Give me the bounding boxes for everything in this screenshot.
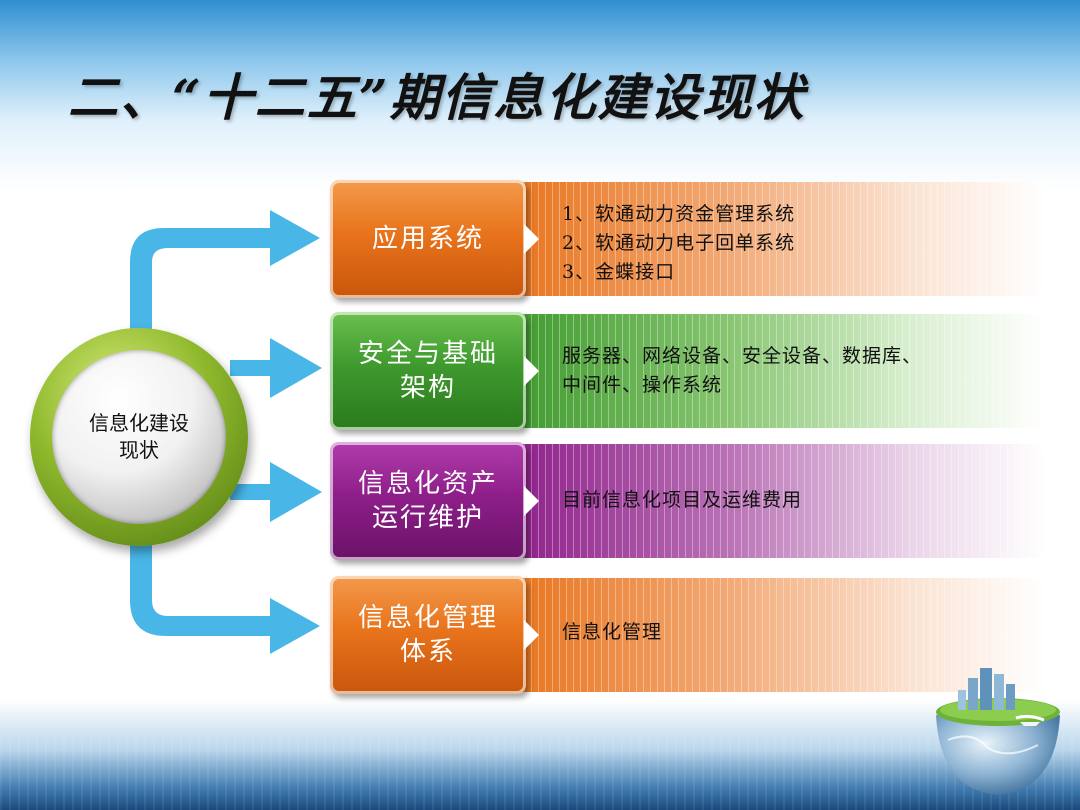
category-label-line1: 信息化管理 <box>357 603 498 633</box>
category-label-line2: 架构 <box>399 373 456 403</box>
hub-label-line2: 现状 <box>119 438 159 462</box>
row-description: 服务器、网络设备、安全设备、数据库、 中间件、操作系统 <box>562 342 922 400</box>
row-description: 1、软通动力资金管理系统 2、软通动力电子回单系统 3、金蝶接口 <box>562 200 795 287</box>
desc-item: 目前信息化项目及运维费用 <box>562 489 803 511</box>
row-panel <box>510 578 1045 692</box>
category-box-application[interactable]: 应用系统 <box>330 180 526 298</box>
row-description: 信息化管理 <box>562 618 662 647</box>
category-box-security[interactable]: 安全与基础 架构 <box>330 312 526 430</box>
category-label: 应用系统 <box>371 224 484 254</box>
hub-label: 信息化建设 现状 <box>74 410 204 464</box>
row-description: 目前信息化项目及运维费用 <box>562 486 802 515</box>
row-panel <box>510 182 1045 296</box>
chevron-right-icon <box>524 356 539 386</box>
connector-trunk-bottom <box>130 535 320 654</box>
category-label-line1: 信息化资产 <box>357 469 498 499</box>
connector-trunk-top <box>130 210 320 340</box>
hub-inner: 信息化建设 现状 <box>52 350 226 524</box>
hub-circle: 信息化建设 现状 <box>30 328 248 546</box>
slide-title: 二、“十二五”期信息化建设现状 <box>68 68 806 127</box>
desc-item: 信息化管理 <box>562 621 663 643</box>
desc-item: 3、金蝶接口 <box>562 261 676 283</box>
category-box-management[interactable]: 信息化管理 体系 <box>330 576 526 694</box>
chevron-right-icon <box>524 620 539 650</box>
desc-item: 2、软通动力电子回单系统 <box>562 232 796 254</box>
category-label-line2: 体系 <box>399 637 456 667</box>
category-label-line1: 安全与基础 <box>357 339 498 369</box>
category-label-line2: 运行维护 <box>371 503 484 533</box>
connector-arrow-3 <box>230 462 322 522</box>
row-panel <box>510 444 1045 558</box>
globe-city-icon <box>936 668 1060 795</box>
desc-item: 中间件、操作系统 <box>562 374 723 396</box>
chevron-right-icon <box>524 224 539 254</box>
bottom-decor-band <box>0 735 1080 810</box>
desc-item: 1、软通动力资金管理系统 <box>562 203 796 225</box>
row-panel <box>510 314 1045 428</box>
hub-label-line1: 信息化建设 <box>89 411 189 435</box>
connector-arrow-2 <box>230 338 322 398</box>
category-box-asset[interactable]: 信息化资产 运行维护 <box>330 442 526 560</box>
chevron-right-icon <box>524 486 539 516</box>
desc-item: 服务器、网络设备、安全设备、数据库、 <box>562 345 923 367</box>
